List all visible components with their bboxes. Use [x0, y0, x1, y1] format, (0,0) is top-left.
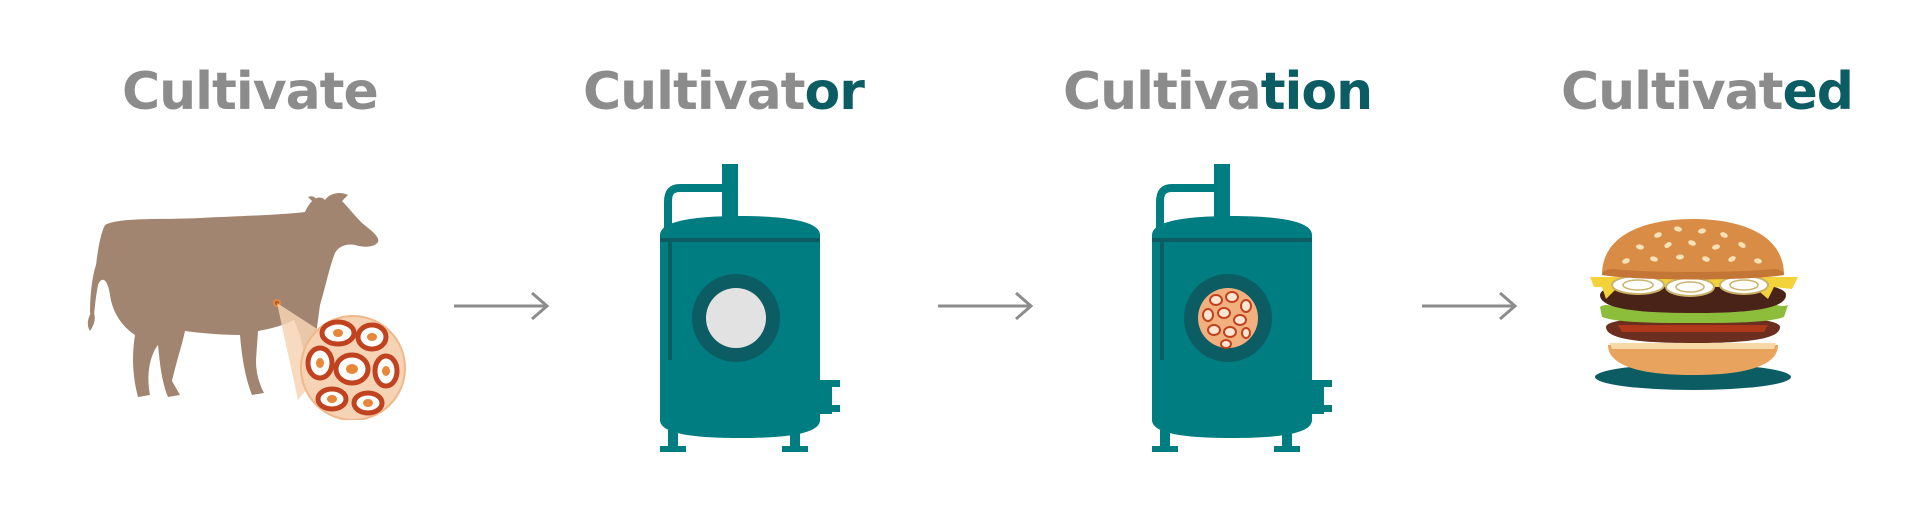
burger-icon	[1590, 219, 1798, 390]
step-title-base: Cultivat	[122, 62, 345, 122]
step-title-suffix: e	[343, 62, 379, 122]
step-title-base: Cultivat	[1561, 62, 1784, 122]
step-title-suffix: or	[804, 62, 865, 122]
cow-with-cell-magnifier-icon	[87, 192, 406, 420]
step-title-suffix: ed	[1782, 62, 1854, 122]
step-title-suffix: tion	[1260, 62, 1373, 122]
step-title-cultivator: Cultivator	[583, 66, 865, 118]
arrow-right-icon	[454, 291, 550, 321]
step-title-base: Cultiva	[1063, 62, 1262, 122]
step-title-cultivation: Cultivation	[1063, 66, 1373, 118]
step-title-cultivate: Cultivate	[122, 66, 379, 118]
step-title-cultivated: Cultivated	[1561, 66, 1854, 118]
arrow-right-icon	[1422, 291, 1518, 321]
bioreactor-with-cells-icon	[1152, 164, 1332, 452]
step-title-base: Cultivat	[583, 62, 806, 122]
empty-bioreactor-icon	[660, 164, 840, 452]
arrow-right-icon	[938, 291, 1034, 321]
